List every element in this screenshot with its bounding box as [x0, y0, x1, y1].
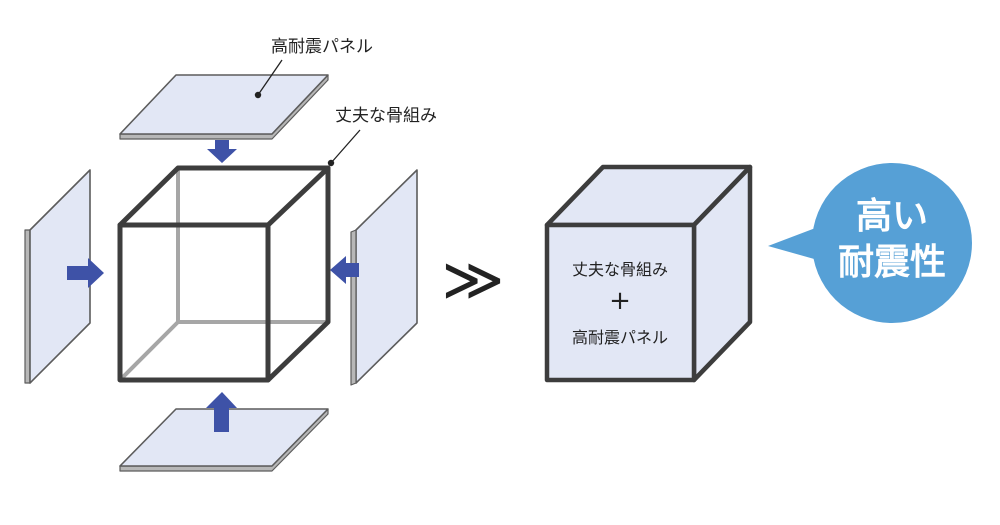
badge-circle	[812, 163, 972, 323]
frame-callout-leader	[330, 129, 361, 164]
frame-callout-label: 丈夫な骨組み	[335, 106, 437, 126]
badge-line-1: 高い	[856, 196, 928, 237]
result-cube	[544, 164, 753, 383]
bottom-panel	[119, 408, 329, 472]
panel-callout-leader	[257, 59, 283, 96]
left-panel	[24, 169, 91, 384]
result-plus: +	[609, 286, 631, 316]
badge-line-2: 耐震性	[838, 242, 946, 283]
transition-symbol: ≫	[442, 245, 505, 315]
panel-callout-label: 高耐震パネル	[271, 37, 373, 57]
result-cube-front	[544, 222, 697, 383]
arrow-left	[330, 256, 359, 284]
arrow-down	[207, 140, 237, 163]
arrow-up	[206, 392, 237, 432]
top-panel	[119, 74, 329, 140]
result-line-1: 丈夫な骨組み	[572, 260, 668, 279]
high-seismic-badge	[768, 163, 972, 323]
frame-cube	[117, 165, 331, 383]
right-panel	[350, 169, 418, 386]
arrow-right	[67, 258, 104, 288]
result-line-2: 高耐震パネル	[572, 328, 668, 347]
